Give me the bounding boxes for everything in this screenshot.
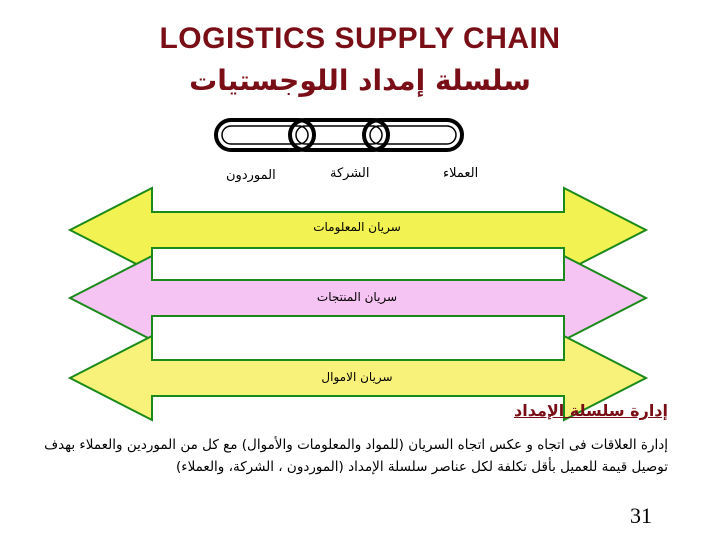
chain-link-1 xyxy=(214,118,316,152)
money-flow-label: سريان الاموال xyxy=(321,370,393,384)
info-flow-label: سريان المعلومات xyxy=(313,220,401,234)
title-arabic: سلسلة إمداد اللوجستيات xyxy=(189,64,531,97)
chain-label-company: الشركة xyxy=(330,166,370,181)
title-english: LOGISTICS SUPPLY CHAIN xyxy=(159,22,561,55)
money-flow-arrow xyxy=(67,334,649,422)
chain-label-suppliers: الموردون xyxy=(226,168,276,183)
description-text: إدارة العلاقات فى اتجاه و عكس اتجاه السر… xyxy=(44,437,668,475)
page-number: 31 xyxy=(630,503,652,528)
product-flow-arrow xyxy=(67,254,649,342)
section-heading: إدارة سلسلة الإمداد xyxy=(514,401,668,420)
chain-label-customers: العملاء xyxy=(443,166,479,181)
chain-link-3 xyxy=(362,118,464,152)
chain-icon xyxy=(214,118,464,152)
product-flow-label: سريان المنتجات xyxy=(316,290,398,304)
chain-link-2 xyxy=(288,118,390,152)
